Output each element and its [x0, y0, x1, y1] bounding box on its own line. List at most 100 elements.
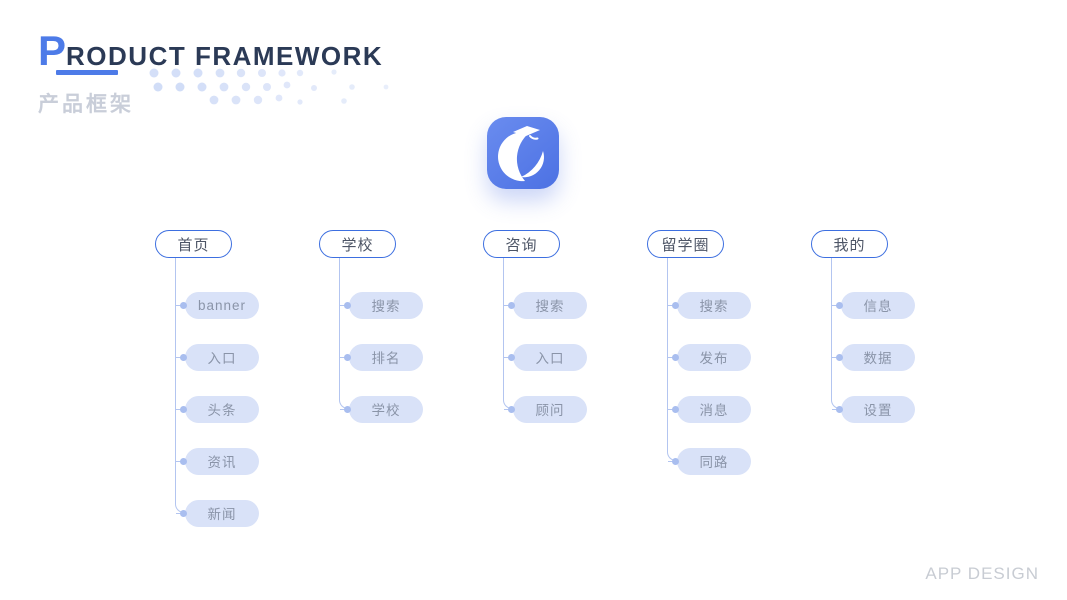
connector-tick	[832, 409, 839, 410]
page-subtitle: 产品框架	[38, 93, 134, 116]
connector-dot	[508, 405, 515, 413]
connector-dot	[344, 301, 351, 309]
connector-dot	[180, 509, 187, 517]
connector-dot	[672, 405, 679, 413]
tree-root-label: 留学圈	[661, 236, 710, 254]
tree-row: 数据	[811, 331, 975, 383]
tree-row: 消息	[647, 383, 811, 435]
tree-row: 排名	[319, 331, 483, 383]
connector-dot	[836, 353, 843, 361]
tree-row: 头条	[155, 383, 319, 435]
connector-dot	[672, 301, 679, 309]
connector-tick	[504, 357, 511, 358]
tree-root-label: 我的	[833, 236, 866, 254]
tree-leaf-node: 设置	[841, 395, 915, 423]
tree-column: 学校 搜索 排名 学校	[319, 230, 483, 435]
tree-row: banner	[155, 279, 319, 331]
tree-leaf-node: 入口	[513, 343, 587, 371]
tree-root-label: 学校	[341, 236, 374, 254]
tree-root-label: 咨询	[505, 236, 538, 254]
tree-row: 顾问	[483, 383, 647, 435]
tree-root-node: 首页	[155, 230, 232, 258]
tree-row: 信息	[811, 279, 975, 331]
connector-tick	[176, 461, 183, 462]
tree-row: 入口	[483, 331, 647, 383]
connector-dot	[836, 301, 843, 309]
connector-tick	[668, 305, 675, 306]
tree-row: 发布	[647, 331, 811, 383]
tree-leaf-node: 同路	[677, 447, 751, 475]
connector-dot	[180, 353, 187, 361]
tree-items: banner 入口 头条 资讯 新闻	[155, 258, 319, 539]
connector-tick	[340, 357, 347, 358]
connector-tick	[668, 357, 675, 358]
connector-dot	[508, 301, 515, 309]
connector-tick	[176, 409, 183, 410]
connector-dot	[180, 457, 187, 465]
connector-dot	[672, 353, 679, 361]
connector-dot	[508, 353, 515, 361]
tree-items: 搜索 入口 顾问	[483, 258, 647, 435]
tree-leaf-node: 学校	[349, 395, 423, 423]
tree-leaf-node: 资讯	[185, 447, 259, 475]
tree-row: 资讯	[155, 435, 319, 487]
tree-row: 新闻	[155, 487, 319, 539]
tree-root-node: 学校	[319, 230, 396, 258]
tree-column: 留学圈 搜索 发布 消息 同路	[647, 230, 811, 487]
tree-root-node: 我的	[811, 230, 888, 258]
framework-tree: 首页 banner 入口 头条 资讯 新闻 学校 搜索	[0, 230, 1067, 550]
tree-items: 信息 数据 设置	[811, 258, 975, 435]
tree-column: 咨询 搜索 入口 顾问	[483, 230, 647, 435]
tree-items: 搜索 排名 学校	[319, 258, 483, 435]
tree-row: 搜索	[319, 279, 483, 331]
tree-root-node: 留学圈	[647, 230, 724, 258]
footer-watermark: APP DESIGN	[925, 564, 1039, 583]
connector-tick	[176, 513, 183, 514]
tree-leaf-node: 入口	[185, 343, 259, 371]
tree-row: 搜索	[483, 279, 647, 331]
crescent-small-icon	[521, 151, 544, 178]
tree-leaf-node: 发布	[677, 343, 751, 371]
tree-row: 搜索	[647, 279, 811, 331]
connector-tick	[340, 409, 347, 410]
tree-leaf-node: 顾问	[513, 395, 587, 423]
tree-items: 搜索 发布 消息 同路	[647, 258, 811, 487]
tree-leaf-node: 消息	[677, 395, 751, 423]
tree-leaf-node: 头条	[185, 395, 259, 423]
tree-column: 首页 banner 入口 头条 资讯 新闻	[155, 230, 319, 539]
tree-root-label: 首页	[177, 236, 210, 254]
tree-leaf-node: 新闻	[185, 499, 259, 527]
tree-row: 入口	[155, 331, 319, 383]
connector-tick	[504, 305, 511, 306]
connector-dot	[836, 405, 843, 413]
tree-leaf-node: 搜索	[349, 291, 423, 319]
tree-row: 设置	[811, 383, 975, 435]
title-initial-letter: P	[38, 27, 67, 74]
tree-row: 学校	[319, 383, 483, 435]
tree-root-node: 咨询	[483, 230, 560, 258]
connector-dot	[344, 353, 351, 361]
connector-tick	[668, 461, 675, 462]
tree-row: 同路	[647, 435, 811, 487]
connector-tick	[176, 357, 183, 358]
tree-leaf-node: 信息	[841, 291, 915, 319]
connector-tick	[832, 305, 839, 306]
app-logo-icon	[487, 117, 559, 189]
connector-dot	[672, 457, 679, 465]
connector-tick	[668, 409, 675, 410]
connector-tick	[340, 305, 347, 306]
title-underline-accent	[56, 70, 118, 75]
tree-column: 我的 信息 数据 设置	[811, 230, 975, 435]
graduation-cap-icon	[513, 126, 540, 136]
tree-leaf-node: 排名	[349, 343, 423, 371]
crescent-large-icon	[498, 132, 529, 182]
connector-dot	[344, 405, 351, 413]
connector-dot	[180, 405, 187, 413]
tree-leaf-node: 搜索	[513, 291, 587, 319]
connector-tick	[504, 409, 511, 410]
connector-dot	[180, 301, 187, 309]
connector-tick	[176, 305, 183, 306]
